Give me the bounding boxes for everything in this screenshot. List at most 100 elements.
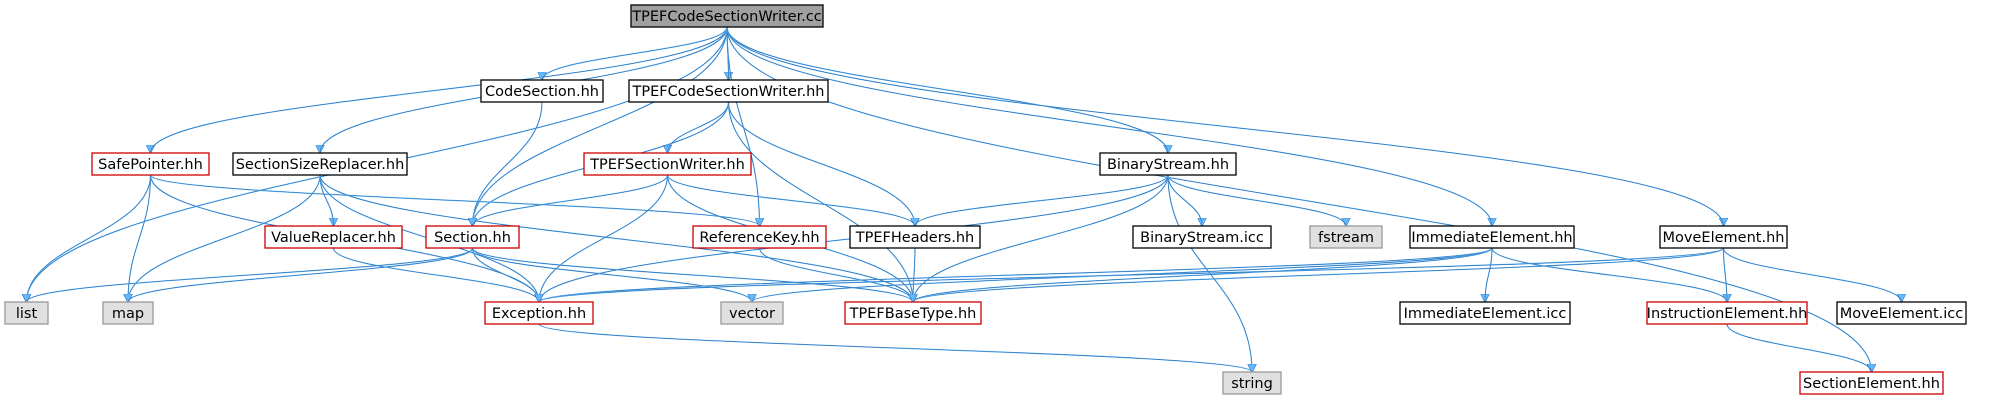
node-box (480, 79, 604, 103)
node-sectionsizereplacer-hh[interactable]: SectionSizeReplacer.hh (232, 152, 408, 176)
node-box (264, 225, 403, 249)
node-section-hh[interactable]: Section.hh (425, 225, 520, 249)
node-codesection-hh[interactable]: CodeSection.hh (480, 79, 604, 103)
edge-n6-n15 (727, 101, 914, 302)
node-label: InstructionElement.hh (1647, 306, 1808, 322)
node-box (1399, 301, 1571, 325)
node-box (630, 4, 824, 28)
node-box (1799, 371, 1944, 395)
node-box (1409, 225, 1575, 249)
node-box (1646, 301, 1808, 325)
edge-n0-n2 (151, 26, 728, 153)
node-label: Section.hh (434, 230, 511, 246)
node-label: TPEFSectionWriter.hh (589, 157, 745, 173)
edge-n9-n13 (539, 247, 1493, 302)
edge-n9-n22 (1485, 247, 1493, 302)
node-box (1222, 371, 1282, 395)
node-tpefcodesectionwriter-hh[interactable]: TPEFCodeSectionWriter.hh (628, 79, 829, 103)
node-label: TPEFCodeSectionWriter.hh (632, 84, 825, 100)
node-label: TPEFHeaders.hh (855, 230, 974, 246)
node-sectionelement-hh[interactable]: SectionElement.hh (1799, 371, 1944, 395)
node-binarystream-hh[interactable]: BinaryStream.hh (1099, 152, 1237, 176)
edge-n9-n23 (1491, 247, 1727, 302)
node-box (1309, 225, 1383, 249)
node-fstream[interactable]: fstream (1309, 225, 1383, 249)
edge-n0-n4 (473, 26, 728, 226)
node-label: SectionElement.hh (1803, 376, 1940, 392)
edge-n6-n18 (727, 101, 916, 226)
node-box (1659, 225, 1788, 249)
node-moveelement-hh[interactable]: MoveElement.hh (1659, 225, 1788, 249)
node-tpefsectionwriter-hh[interactable]: TPEFSectionWriter.hh (583, 152, 752, 176)
node-tpefbasetype-hh[interactable]: TPEFBaseType.hh (844, 301, 982, 325)
node-moveelement-icc[interactable]: MoveElement.icc (1836, 301, 1967, 325)
edge-n13-n19 (538, 323, 1252, 372)
node-box (102, 301, 154, 325)
node-label: string (1231, 376, 1273, 392)
edge-n0-n10 (726, 26, 1724, 226)
node-box (4, 301, 49, 325)
node-label: TPEFCodeSectionWriter.cc (631, 9, 822, 25)
edge-n3-n15 (319, 174, 913, 302)
node-referencekey-hh[interactable]: ReferenceKey.hh (692, 225, 827, 249)
node-label: CodeSection.hh (485, 84, 599, 100)
node-immediateelement-hh[interactable]: ImmediateElement.hh (1409, 225, 1575, 249)
edge-n8-n18 (915, 174, 1169, 226)
node-label: MoveElement.icc (1840, 306, 1964, 322)
edge-n2-n1 (27, 174, 152, 302)
edge-n4-n1 (27, 247, 474, 302)
node-box (849, 225, 981, 249)
edge-n8-n15 (913, 174, 1169, 302)
edge-n14-n13 (332, 247, 540, 302)
node-box (720, 301, 784, 325)
node-label: vector (729, 306, 775, 322)
edge-n2-n7 (149, 174, 760, 226)
node-tpefheaders-hh[interactable]: TPEFHeaders.hh (849, 225, 981, 249)
edge-n10-n23 (1724, 247, 1728, 302)
edge-n16-n13 (539, 174, 669, 302)
node-label: ImmediateElement.icc (1404, 306, 1567, 322)
nodes-layer: TPEFCodeSectionWriter.cc list SafePointer.… (4, 4, 1967, 395)
edge-n3-n12 (128, 174, 321, 302)
node-label: ValueReplacer.hh (271, 230, 396, 246)
edge-n5-n4 (473, 101, 543, 226)
node-binarystream-icc[interactable]: BinaryStream.icc (1132, 225, 1272, 249)
node-immediateelement-icc[interactable]: ImmediateElement.icc (1399, 301, 1571, 325)
edge-n8-n20 (1167, 174, 1202, 226)
edge-n6-n16 (668, 101, 730, 153)
node-box (232, 152, 408, 176)
node-label: BinaryStream.icc (1140, 230, 1264, 246)
node-list[interactable]: list (4, 301, 49, 325)
node-box (1132, 225, 1272, 249)
node-label: fstream (1318, 230, 1374, 246)
node-label: TPEFBaseType.hh (849, 306, 977, 322)
node-label: list (16, 306, 38, 322)
node-label: ReferenceKey.hh (699, 230, 819, 246)
edge-n10-n24 (1722, 247, 1902, 302)
edge-n0-n5 (542, 26, 728, 80)
node-map[interactable]: map (102, 301, 154, 325)
node-box (425, 225, 520, 249)
node-box (484, 301, 594, 325)
node-label: Exception.hh (492, 306, 586, 322)
node-box (1836, 301, 1967, 325)
edge-n4-n15 (471, 247, 914, 302)
node-box (692, 225, 827, 249)
node-safepointer-hh[interactable]: SafePointer.hh (91, 152, 210, 176)
node-box (583, 152, 752, 176)
node-box (1099, 152, 1237, 176)
node-instructionelement-hh[interactable]: InstructionElement.hh (1646, 301, 1808, 325)
node-vector[interactable]: vector (720, 301, 784, 325)
node-exception-hh[interactable]: Exception.hh (484, 301, 594, 325)
edge-n0-n9 (726, 26, 1492, 226)
edge-n2-n12 (128, 174, 152, 302)
node-string[interactable]: string (1222, 371, 1282, 395)
edge-n10-n15 (913, 247, 1725, 302)
node-label: SafePointer.hh (98, 157, 203, 173)
node-valuereplacer-hh[interactable]: ValueReplacer.hh (264, 225, 403, 249)
node-tpefcodesectionwriter-cc[interactable]: TPEFCodeSectionWriter.cc (630, 4, 824, 28)
edge-n16-n4 (473, 174, 669, 226)
edge-n16-n18 (666, 174, 916, 226)
node-label: ImmediateElement.hh (1411, 230, 1572, 246)
